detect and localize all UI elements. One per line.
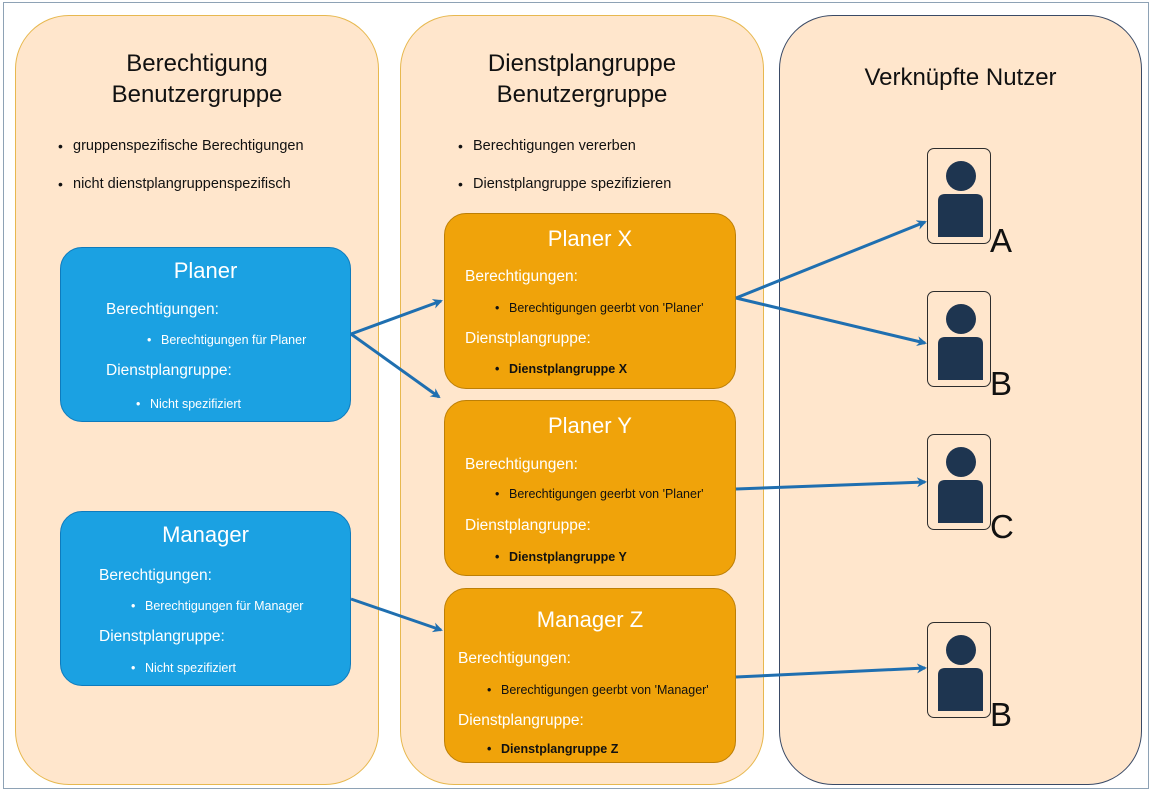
arrow-planer-to-planer-x xyxy=(350,299,443,336)
group-title: Planer Y xyxy=(548,413,632,438)
bullet-item: Dienstplangruppe spezifizieren xyxy=(455,175,671,213)
dienstplangruppe-item: •Dienstplangruppe X xyxy=(495,362,628,376)
user-letter: B xyxy=(990,365,1013,402)
user-card-b[interactable] xyxy=(927,291,991,387)
user-letter: C xyxy=(990,508,1014,545)
permissions-item: •Berechtigungen für Planer xyxy=(147,333,307,347)
dienstplangruppe-label: Dienstplangruppe: xyxy=(465,330,591,347)
arrow-planer-y-to-user-c xyxy=(735,477,927,491)
group-title: Planer xyxy=(173,258,238,283)
permissions-item: •Berechtigungen geerbt von 'Planer' xyxy=(495,487,704,501)
group-box-manager-z[interactable]: Manager Z Berechtigungen: •Berechtigunge… xyxy=(444,588,736,763)
column-title-line1: Dienstplangruppe xyxy=(487,50,677,77)
dienstplangruppe-label: Dienstplangruppe: xyxy=(99,628,225,645)
permissions-label: Berechtigungen: xyxy=(106,301,219,318)
user-letter: A xyxy=(990,222,1013,259)
group-box-planer-x[interactable]: Planer X Berechtigungen: •Berechtigungen… xyxy=(444,213,736,389)
column-title-line1: Berechtigung xyxy=(126,50,268,77)
dienstplangruppe-item: •Dienstplangruppe Z xyxy=(487,742,619,756)
arrow-planer-x-to-user-a xyxy=(735,220,927,300)
permissions-item: •Berechtigungen geerbt von 'Manager' xyxy=(487,683,709,697)
group-title: Manager Z xyxy=(536,607,644,632)
person-icon xyxy=(938,447,983,523)
dienstplangruppe-label: Dienstplangruppe: xyxy=(458,712,584,729)
canvas-frame xyxy=(3,2,1149,789)
dienstplangruppe-item: •Nicht spezifiziert xyxy=(131,661,236,675)
person-icon xyxy=(938,304,983,380)
column-title-line2: Benutzergruppe xyxy=(111,81,283,108)
permissions-label: Berechtigungen: xyxy=(465,268,578,285)
permissions-label: Berechtigungen: xyxy=(465,456,578,473)
group-title: Manager xyxy=(162,522,249,547)
group-box-planer-y[interactable]: Planer Y Berechtigungen: •Berechtigungen… xyxy=(444,400,736,576)
group-box-planer[interactable]: Planer Berechtigungen: •Berechtigungen f… xyxy=(60,247,351,422)
dienstplangruppe-item: •Nicht spezifiziert xyxy=(136,397,241,411)
arrow-manager-to-manager-z xyxy=(350,597,443,633)
arrow-planer-x-to-user-b xyxy=(735,296,927,347)
user-card-b2[interactable] xyxy=(927,622,991,718)
bullet-item: nicht dienstplangruppenspezifisch xyxy=(55,175,304,213)
permissions-item: •Berechtigungen für Manager xyxy=(131,599,304,613)
column-bullet-list: gruppenspezifische Berechtigungen nicht … xyxy=(55,137,304,213)
person-icon xyxy=(938,161,983,237)
column-bullet-list: Berechtigungen vererben Dienstplangruppe… xyxy=(455,137,671,213)
arrow-planer-to-planer-y xyxy=(350,332,441,399)
bullet-item: gruppenspezifische Berechtigungen xyxy=(55,137,304,175)
dienstplangruppe-label: Dienstplangruppe: xyxy=(465,517,591,534)
arrow-manager-z-to-user-b xyxy=(735,663,927,679)
user-card-a[interactable] xyxy=(927,148,991,244)
bullet-item: Berechtigungen vererben xyxy=(455,137,671,175)
group-box-manager[interactable]: Manager Berechtigungen: •Berechtigungen … xyxy=(60,511,351,686)
user-card-c[interactable] xyxy=(927,434,991,530)
permissions-label: Berechtigungen: xyxy=(458,650,571,667)
column-title-line2: Benutzergruppe xyxy=(496,81,668,108)
user-letter: B xyxy=(990,696,1013,733)
permissions-item: •Berechtigungen geerbt von 'Planer' xyxy=(495,301,704,315)
column-title: Verknüpfte Nutzer xyxy=(864,64,1057,91)
permissions-label: Berechtigungen: xyxy=(99,567,212,584)
dienstplangruppe-item: •Dienstplangruppe Y xyxy=(495,550,627,564)
dienstplangruppe-label: Dienstplangruppe: xyxy=(106,362,232,379)
person-icon xyxy=(938,635,983,711)
group-title: Planer X xyxy=(547,226,633,251)
